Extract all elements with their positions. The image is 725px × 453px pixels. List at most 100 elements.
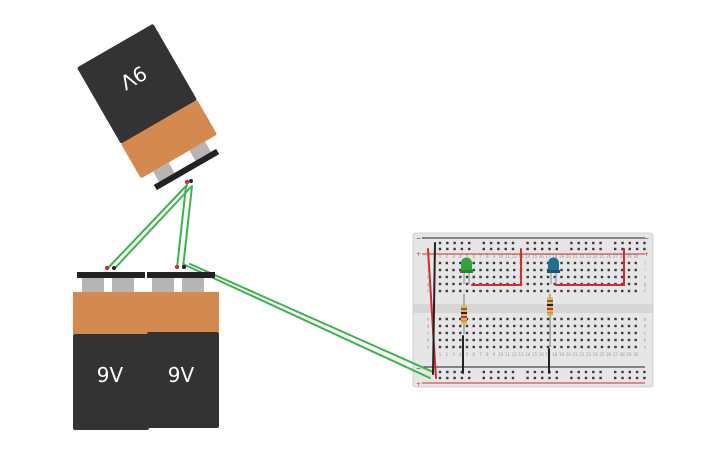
- breadboard-hole[interactable]: [546, 317, 550, 321]
- breadboard-hole[interactable]: [492, 268, 496, 272]
- breadboard-hole[interactable]: [600, 268, 604, 272]
- breadboard-hole[interactable]: [513, 275, 516, 279]
- breadboard-hole[interactable]: [634, 324, 637, 328]
- breadboard-hole[interactable]: [560, 268, 563, 272]
- breadboard-hole[interactable]: [560, 317, 563, 321]
- breadboard-hole[interactable]: [472, 345, 475, 349]
- breadboard-hole[interactable]: [634, 275, 637, 279]
- breadboard-hole[interactable]: [445, 289, 448, 293]
- breadboard-hole[interactable]: [499, 345, 502, 349]
- breadboard-hole[interactable]: [452, 261, 455, 265]
- breadboard-hole[interactable]: [499, 275, 502, 279]
- breadboard-hole[interactable]: [459, 338, 462, 342]
- breadboard-hole[interactable]: [445, 261, 448, 265]
- breadboard-hole[interactable]: [580, 275, 583, 279]
- breadboard-hole[interactable]: [486, 268, 489, 272]
- breadboard-hole[interactable]: [599, 370, 602, 374]
- breadboard-hole[interactable]: [492, 324, 496, 328]
- breadboard-hole[interactable]: [614, 345, 617, 349]
- breadboard-hole[interactable]: [504, 241, 507, 245]
- breadboard-hole[interactable]: [577, 247, 580, 251]
- breadboard-hole[interactable]: [452, 282, 455, 286]
- black-jumper[interactable]: [432, 242, 436, 375]
- breadboard-hole[interactable]: [459, 282, 462, 286]
- breadboard-hole[interactable]: [438, 331, 442, 335]
- breadboard-hole[interactable]: [519, 331, 523, 335]
- breadboard-hole[interactable]: [540, 324, 543, 328]
- breadboard-hole[interactable]: [489, 376, 493, 380]
- breadboard-hole[interactable]: [600, 345, 604, 349]
- breadboard-hole[interactable]: [634, 282, 637, 286]
- breadboard-hole[interactable]: [621, 345, 624, 349]
- breadboard-hole[interactable]: [592, 376, 595, 380]
- breadboard-hole[interactable]: [607, 261, 610, 265]
- breadboard-hole[interactable]: [479, 268, 482, 272]
- breadboard-hole[interactable]: [628, 247, 631, 251]
- breadboard-hole[interactable]: [587, 317, 590, 321]
- breadboard-hole[interactable]: [627, 324, 631, 328]
- breadboard-hole[interactable]: [533, 268, 536, 272]
- breadboard-hole[interactable]: [526, 317, 529, 321]
- breadboard-hole[interactable]: [546, 345, 550, 349]
- breadboard-hole[interactable]: [560, 331, 563, 335]
- red-jumper[interactable]: [427, 248, 437, 379]
- breadboard-hole[interactable]: [533, 247, 537, 251]
- breadboard-hole[interactable]: [594, 317, 597, 321]
- breadboard-hole[interactable]: [584, 247, 588, 251]
- breadboard-hole[interactable]: [621, 370, 624, 374]
- breadboard-hole[interactable]: [621, 275, 624, 279]
- breadboard-hole[interactable]: [567, 324, 570, 328]
- breadboard-hole[interactable]: [479, 289, 482, 293]
- breadboard-hole[interactable]: [594, 289, 597, 293]
- breadboard-hole[interactable]: [567, 338, 570, 342]
- breadboard-hole[interactable]: [465, 345, 469, 349]
- breadboard-hole[interactable]: [627, 282, 631, 286]
- breadboard-hole[interactable]: [446, 247, 449, 251]
- breadboard-hole[interactable]: [472, 275, 475, 279]
- breadboard-hole[interactable]: [594, 338, 597, 342]
- breadboard-hole[interactable]: [634, 317, 637, 321]
- breadboard-hole[interactable]: [555, 247, 558, 251]
- breadboard-hole[interactable]: [446, 241, 449, 245]
- red-jumper[interactable]: [471, 248, 522, 286]
- breadboard-hole[interactable]: [587, 345, 590, 349]
- breadboard-hole[interactable]: [570, 376, 573, 380]
- breadboard-hole[interactable]: [452, 331, 455, 335]
- breadboard-hole[interactable]: [533, 370, 537, 374]
- breadboard-hole[interactable]: [540, 331, 543, 335]
- breadboard-hole[interactable]: [489, 370, 493, 374]
- breadboard-hole[interactable]: [506, 268, 509, 272]
- battery-terminal-minus[interactable]: [182, 265, 186, 269]
- breadboard-hole[interactable]: [553, 289, 556, 293]
- wire[interactable]: [182, 185, 193, 269]
- breadboard-hole[interactable]: [607, 324, 610, 328]
- breadboard-hole[interactable]: [445, 268, 448, 272]
- breadboard-hole[interactable]: [607, 331, 610, 335]
- breadboard-hole[interactable]: [506, 338, 509, 342]
- breadboard-hole[interactable]: [643, 370, 646, 374]
- battery-right[interactable]: 9V: [147, 272, 219, 428]
- breadboard-hole[interactable]: [592, 241, 595, 245]
- breadboard-hole[interactable]: [540, 268, 543, 272]
- breadboard-hole[interactable]: [492, 331, 496, 335]
- breadboard-hole[interactable]: [504, 370, 507, 374]
- breadboard-hole[interactable]: [540, 275, 543, 279]
- breadboard-hole[interactable]: [438, 338, 442, 342]
- breadboard-hole[interactable]: [570, 247, 573, 251]
- breadboard-hole[interactable]: [445, 324, 448, 328]
- breadboard-hole[interactable]: [621, 317, 624, 321]
- breadboard-hole[interactable]: [573, 268, 577, 272]
- red-jumper[interactable]: [555, 248, 625, 286]
- breadboard-hole[interactable]: [526, 282, 529, 286]
- breadboard-hole[interactable]: [567, 289, 570, 293]
- breadboard-hole[interactable]: [594, 261, 597, 265]
- breadboard-hole[interactable]: [573, 275, 577, 279]
- breadboard-hole[interactable]: [460, 370, 464, 374]
- breadboard-hole[interactable]: [459, 331, 462, 335]
- breadboard-hole[interactable]: [465, 275, 469, 279]
- breadboard-hole[interactable]: [614, 241, 617, 245]
- breadboard-hole[interactable]: [526, 331, 529, 335]
- breadboard-hole[interactable]: [560, 324, 563, 328]
- breadboard-hole[interactable]: [497, 247, 500, 251]
- breadboard-hole[interactable]: [492, 345, 496, 349]
